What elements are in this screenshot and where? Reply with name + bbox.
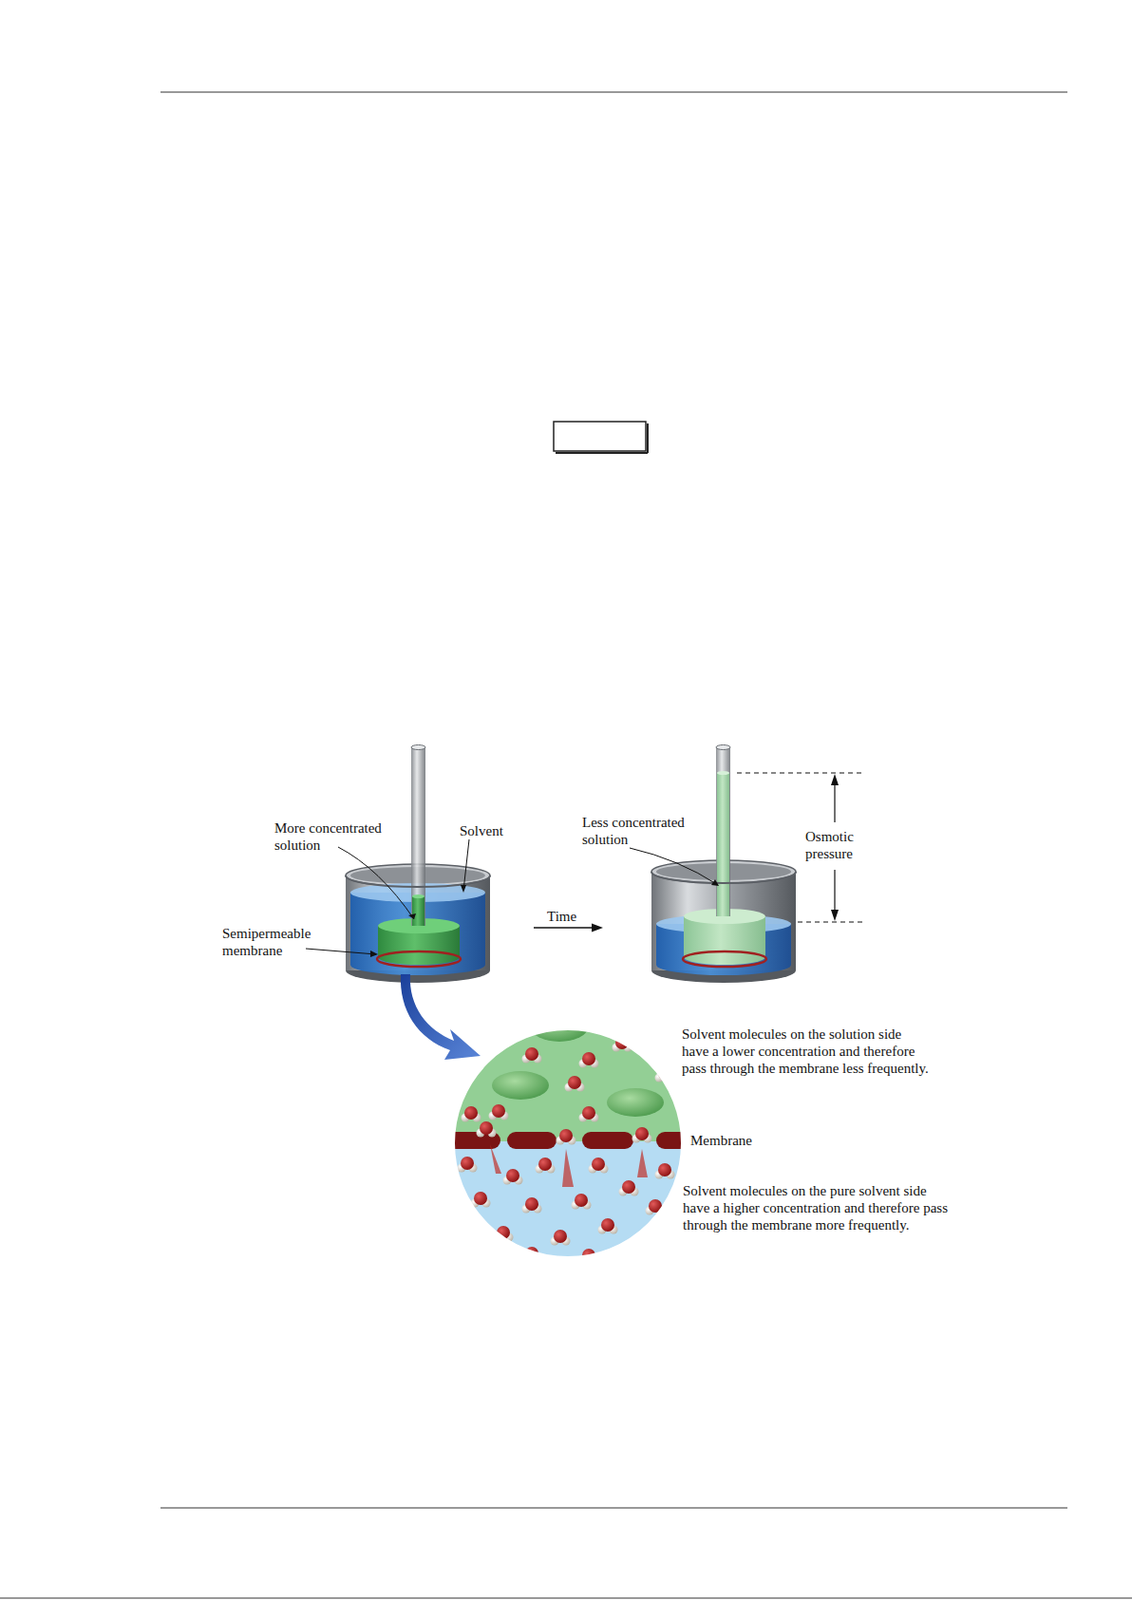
page-edge (0, 1598, 1132, 1600)
part-label: Less concentrated solution (582, 813, 708, 849)
time-arrow (533, 924, 604, 933)
note-text: Solvent molecules on the solution side h… (681, 1025, 931, 1077)
right-beaker (651, 745, 796, 984)
leader-head (408, 913, 416, 920)
empty-box (553, 421, 646, 452)
part-label: More concentrated solution (274, 819, 400, 854)
part-label: Semipermeable membrane (222, 924, 325, 960)
note-text: Solvent molecules on the pure solvent si… (682, 1182, 953, 1234)
part-label: Solvent (459, 822, 536, 840)
box-shadow (646, 423, 649, 453)
part-label: Membrane (690, 1132, 776, 1150)
left-beaker (345, 745, 491, 984)
leader-head (370, 950, 378, 958)
leader-head (711, 879, 719, 887)
part-label: Time (547, 907, 595, 925)
box-shadow (555, 452, 648, 454)
header-rule (160, 92, 1068, 94)
dimension-label: Osmotic pressure (805, 828, 868, 863)
membrane-zoom (446, 1013, 695, 1265)
zoom-arrow (400, 974, 481, 1060)
footer-rule (160, 1508, 1068, 1510)
leader-head (460, 885, 467, 893)
leader-lines (305, 839, 718, 955)
